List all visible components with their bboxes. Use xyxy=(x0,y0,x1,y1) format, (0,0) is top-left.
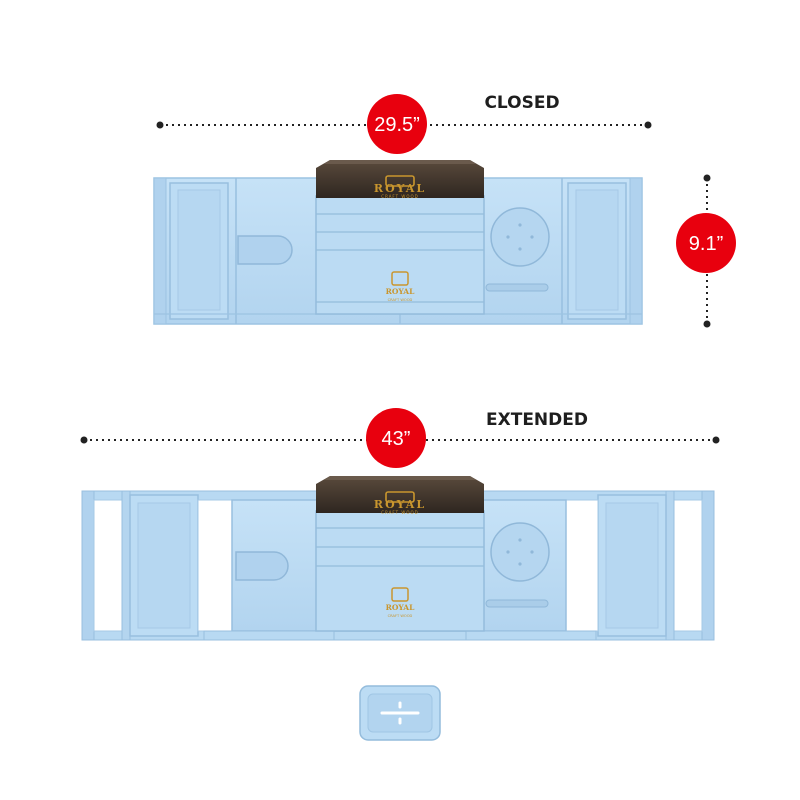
closed-width-badge: 29.5” xyxy=(367,94,427,154)
accessory-holder xyxy=(359,685,441,741)
closed-height-badge: 9.1” xyxy=(676,213,736,273)
closed-section: CLOSED 29.5” 9.1” xyxy=(153,93,736,328)
svg-text:ROYAL: ROYAL xyxy=(386,603,415,612)
svg-text:CRAFT WOOD: CRAFT WOOD xyxy=(388,614,413,618)
extended-book-rest-lid: ROYAL CRAFT WOOD xyxy=(316,476,484,515)
extended-width-badge: 43” xyxy=(366,408,426,468)
extended-cup-holder xyxy=(490,522,550,582)
closed-cup-holder xyxy=(490,207,550,267)
extended-label: EXTENDED xyxy=(486,410,588,430)
closed-tray: ROYAL CRAFT WOOD ROYAL CRAFT WOOD xyxy=(153,160,643,325)
svg-text:ROYAL: ROYAL xyxy=(386,287,415,296)
closed-brand-text: ROYAL xyxy=(374,182,426,195)
svg-text:CRAFT WOOD: CRAFT WOOD xyxy=(381,510,418,515)
svg-text:CRAFT WOOD: CRAFT WOOD xyxy=(388,298,413,302)
svg-text:CRAFT WOOD: CRAFT WOOD xyxy=(381,194,418,199)
extended-brand-text: ROYAL xyxy=(374,498,426,511)
extended-phone-slot xyxy=(235,551,289,581)
extended-width-badge-text: 43” xyxy=(382,428,411,450)
extended-section: EXTENDED 43” xyxy=(80,408,720,641)
extended-width-dimension-line xyxy=(80,436,720,444)
extended-tray: ROYAL CRAFT WOOD ROYAL CRAFT WOOD xyxy=(81,476,715,641)
closed-label: CLOSED xyxy=(484,93,559,113)
closed-height-badge-text: 9.1” xyxy=(689,233,723,255)
closed-book-rest-lid: ROYAL CRAFT WOOD xyxy=(316,160,484,199)
closed-width-badge-text: 29.5” xyxy=(374,114,420,136)
extended-small-logo: ROYAL CRAFT WOOD xyxy=(386,587,415,618)
closed-small-logo: ROYAL CRAFT WOOD xyxy=(386,271,415,302)
closed-phone-slot xyxy=(237,235,293,265)
closed-width-dimension-line xyxy=(156,121,652,129)
